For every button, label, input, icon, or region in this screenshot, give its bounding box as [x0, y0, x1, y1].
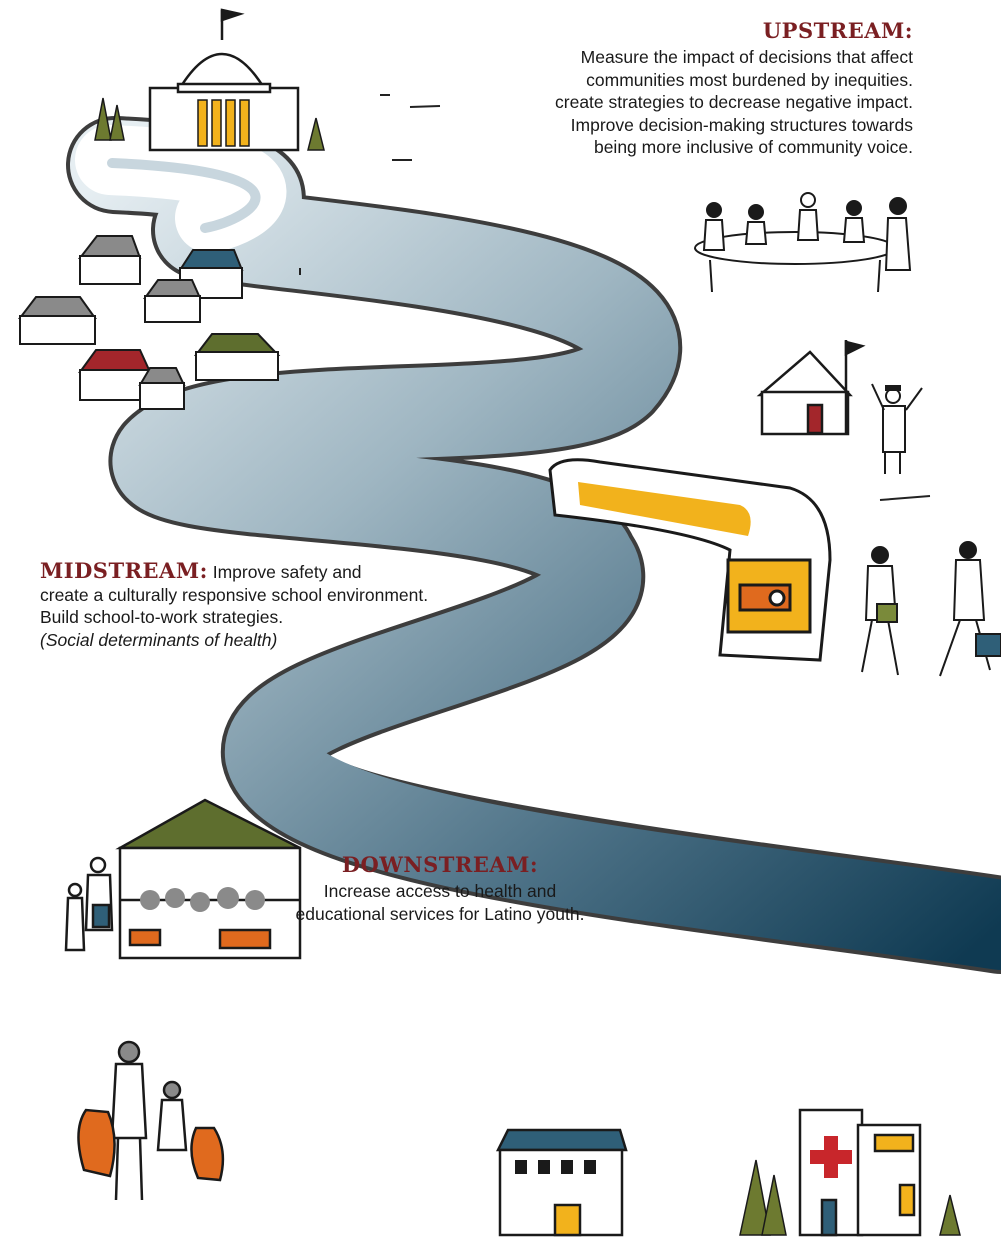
- upstream-line: Improve decision-making structures towar…: [570, 114, 913, 135]
- midstream-block: MIDSTREAM: Improve safety and create a c…: [40, 558, 510, 651]
- downstream-line: educational services for Latino youth.: [295, 904, 585, 924]
- midstream-first-line: Improve safety and: [212, 562, 362, 582]
- midstream-heading: MIDSTREAM:: [40, 558, 208, 583]
- pine-tree-icon: [739, 1159, 961, 1236]
- midstream-line: create a culturally responsive school en…: [40, 584, 429, 605]
- parent-child-icon: [77, 1040, 225, 1201]
- meeting-table-icon: [694, 192, 912, 293]
- house-cluster-icon: [17, 235, 281, 410]
- midstream-note: (Social determinants of health): [40, 629, 278, 650]
- upstream-line: Measure the impact of decisions that aff…: [580, 47, 913, 67]
- midstream-line: Build school-to-work strategies.: [40, 607, 284, 627]
- graduates-icon: [871, 383, 923, 474]
- upstream-block: UPSTREAM: Measure the impact of decision…: [473, 18, 913, 159]
- capitol-building-icon: [148, 8, 300, 152]
- downstream-line: Increase access to health and: [323, 881, 557, 901]
- clinic-building-icon: [495, 1128, 628, 1237]
- market-stall-icon: [64, 798, 302, 960]
- hospital-icon: [798, 1108, 922, 1237]
- bus-icon: [548, 458, 832, 662]
- walking-student-icon: [861, 541, 1001, 677]
- upstream-line: communities most burdened by inequities.: [586, 69, 913, 90]
- river: [66, 116, 1001, 974]
- downstream-heading: DOWNSTREAM:: [341, 852, 539, 877]
- upstream-line: create strategies to decrease negative i…: [555, 92, 913, 112]
- pine-tree-icon: [94, 97, 325, 151]
- upstream-line: being more inclusive of community voice.: [593, 137, 913, 157]
- downstream-block: DOWNSTREAM: Increase access to health an…: [265, 852, 615, 926]
- upstream-heading: UPSTREAM:: [762, 18, 913, 43]
- school-building-icon: [756, 340, 866, 436]
